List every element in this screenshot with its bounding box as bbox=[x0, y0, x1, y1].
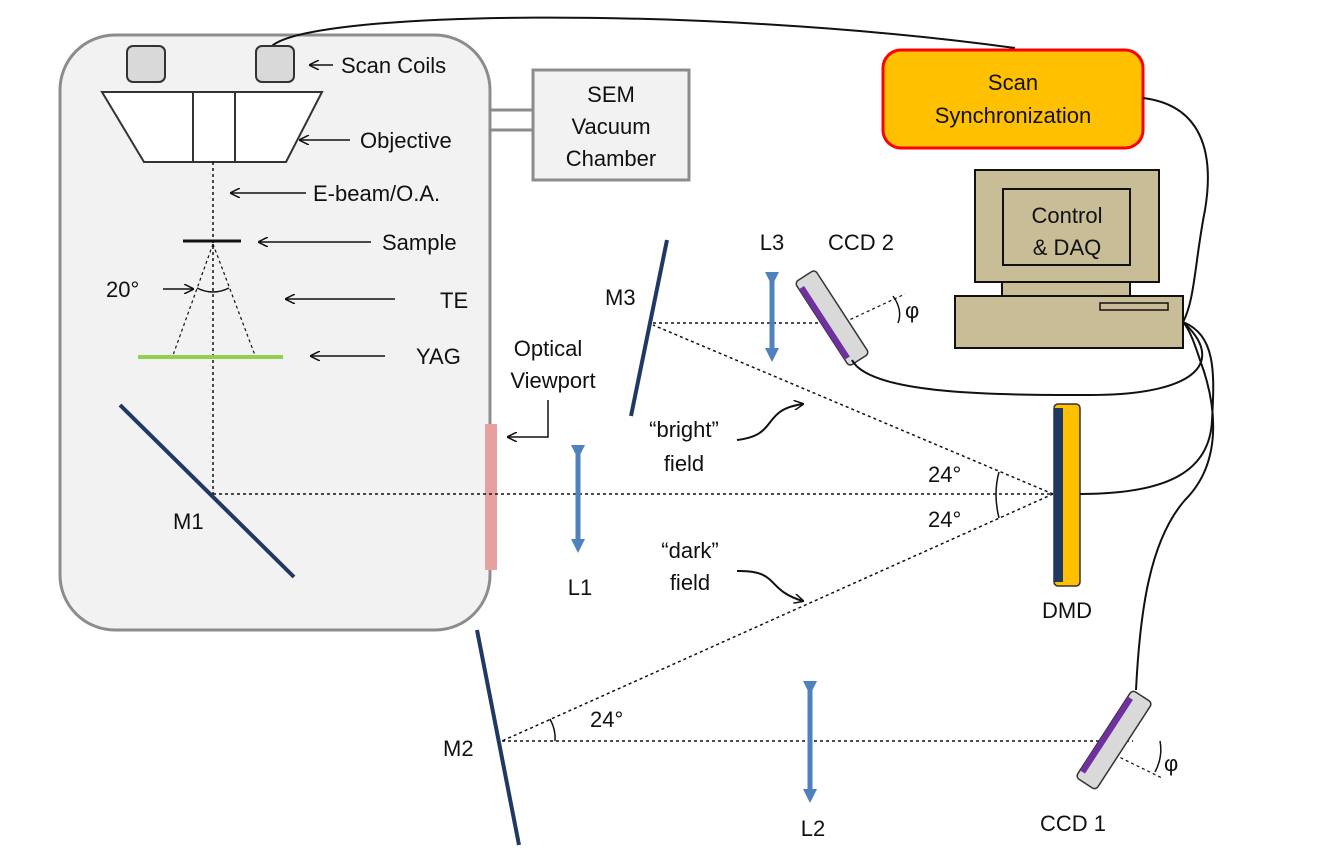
cable-coil-to-sync bbox=[269, 16, 1016, 49]
optical-viewport bbox=[485, 424, 497, 570]
label-ccd1: CCD 1 bbox=[1040, 811, 1106, 836]
label-m2: M2 bbox=[443, 736, 474, 761]
label-dmd: DMD bbox=[1042, 598, 1092, 623]
te-cone-left bbox=[171, 243, 214, 359]
arrow-dark-field bbox=[736, 569, 803, 601]
arrow-viewport bbox=[508, 400, 549, 437]
scan-coil-left bbox=[126, 45, 166, 83]
cable-ccd2-to-computer bbox=[851, 321, 1203, 397]
arc-phi-bottom bbox=[1154, 740, 1162, 773]
scan-sync-box bbox=[881, 48, 1145, 150]
label-scan-coils: Scan Coils bbox=[341, 53, 446, 78]
arrow-bright-field bbox=[736, 404, 803, 441]
label-phi-top: φ bbox=[905, 298, 919, 323]
arc-24-dmd bbox=[995, 471, 1000, 519]
label-scan-sync-line1: Scan bbox=[988, 70, 1038, 95]
objective-bore bbox=[192, 91, 236, 163]
label-angle-m2: 24° bbox=[590, 707, 623, 732]
label-phi-bottom: φ bbox=[1164, 751, 1178, 776]
label-vacuum-line2: Vacuum bbox=[571, 114, 650, 139]
ccd2-camera bbox=[795, 270, 869, 366]
label-l1: L1 bbox=[568, 575, 592, 600]
beam-dmd-to-m3 bbox=[652, 324, 1054, 495]
label-computer-line1: Control bbox=[1032, 203, 1103, 228]
scan-coil-right bbox=[255, 45, 295, 83]
label-objective: Objective bbox=[360, 128, 452, 153]
label-ebeam: E-beam/O.A. bbox=[313, 181, 440, 206]
label-angle-upper: 24° bbox=[928, 462, 961, 487]
label-te: TE bbox=[440, 288, 468, 313]
computer-screen bbox=[1002, 188, 1131, 266]
te-angle-arc bbox=[196, 287, 230, 293]
vacuum-connector bbox=[490, 108, 533, 132]
sem-vacuum-box bbox=[531, 68, 691, 182]
computer bbox=[954, 169, 1184, 349]
label-l2: L2 bbox=[801, 816, 825, 841]
cable-sync-to-computer bbox=[1142, 97, 1209, 323]
label-m1: M1 bbox=[173, 509, 204, 534]
label-viewport-line1: Optical bbox=[514, 336, 582, 361]
label-ccd2: CCD 2 bbox=[828, 230, 894, 255]
sem-chamber bbox=[58, 33, 492, 632]
cable-dmd-to-computer bbox=[1079, 321, 1215, 495]
label-vacuum-line3: Chamber bbox=[566, 146, 656, 171]
label-bright-line1: “bright” bbox=[649, 417, 719, 442]
label-m3: M3 bbox=[605, 285, 636, 310]
mirror-m2 bbox=[475, 629, 521, 846]
phi-ref-top bbox=[844, 293, 906, 323]
label-l3: L3 bbox=[760, 230, 784, 255]
cable-ccd1-to-computer bbox=[1135, 321, 1215, 691]
beam-dmd-to-m2 bbox=[501, 493, 1054, 742]
computer-neck bbox=[1001, 281, 1131, 297]
label-yag: YAG bbox=[416, 344, 461, 369]
phi-ref-bottom bbox=[1114, 754, 1163, 779]
label-angle-lower: 24° bbox=[928, 507, 961, 532]
label-dark-line1: “dark” bbox=[661, 538, 718, 563]
dmd-mirror-face bbox=[1054, 408, 1063, 582]
label-viewport-line2: Viewport bbox=[510, 368, 595, 393]
arc-24-m2 bbox=[549, 718, 556, 742]
mirror-m3 bbox=[629, 239, 669, 417]
label-dark-line2: field bbox=[670, 570, 710, 595]
label-angle-20: 20° bbox=[106, 277, 139, 302]
label-sample: Sample bbox=[382, 230, 457, 255]
computer-drive-slot bbox=[1099, 302, 1169, 311]
label-computer-line2: & DAQ bbox=[1033, 235, 1101, 260]
label-scan-sync-line2: Synchronization bbox=[935, 103, 1092, 128]
label-vacuum-line1: SEM bbox=[587, 82, 635, 107]
mirror-m1 bbox=[118, 403, 296, 579]
ccd1-camera bbox=[1076, 690, 1152, 790]
arc-phi-top bbox=[892, 295, 901, 324]
te-cone-right bbox=[212, 243, 257, 359]
label-bright-line2: field bbox=[664, 451, 704, 476]
